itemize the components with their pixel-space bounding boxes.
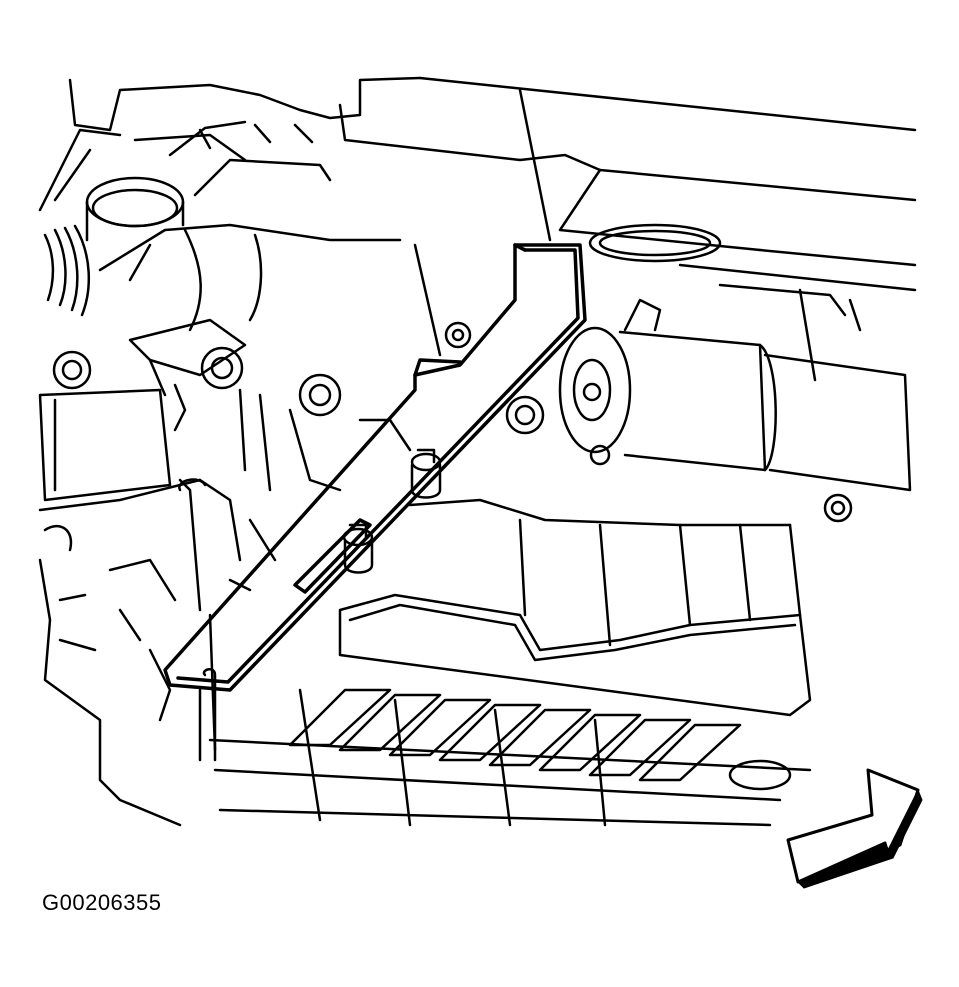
engine-block-upper (38, 76, 917, 292)
brace-stud-lower (342, 523, 374, 574)
bolt-left-2 (200, 346, 244, 390)
figure-id-label: G00206355 (42, 890, 162, 915)
filler-neck-left (85, 176, 185, 242)
reinforcement-brace (163, 243, 587, 692)
bolt-center (505, 395, 545, 435)
bolt-left-3 (298, 373, 342, 417)
engine-block-lower-left (38, 388, 412, 827)
starter-motor (558, 283, 912, 492)
oil-pan (208, 498, 812, 827)
accessory-pulleys (43, 223, 402, 332)
front-direction-arrow-icon (786, 768, 923, 889)
dipstick-tube (198, 88, 552, 762)
oil-pan-ribs (288, 688, 742, 827)
bolt-right-lower (823, 493, 853, 523)
brace-stud-upper (410, 448, 442, 499)
left-bracket (128, 318, 247, 432)
bolt-small (589, 444, 611, 466)
oval-port-right (588, 223, 722, 263)
bolt-left-1 (52, 350, 92, 390)
bolt-upper (444, 321, 472, 349)
